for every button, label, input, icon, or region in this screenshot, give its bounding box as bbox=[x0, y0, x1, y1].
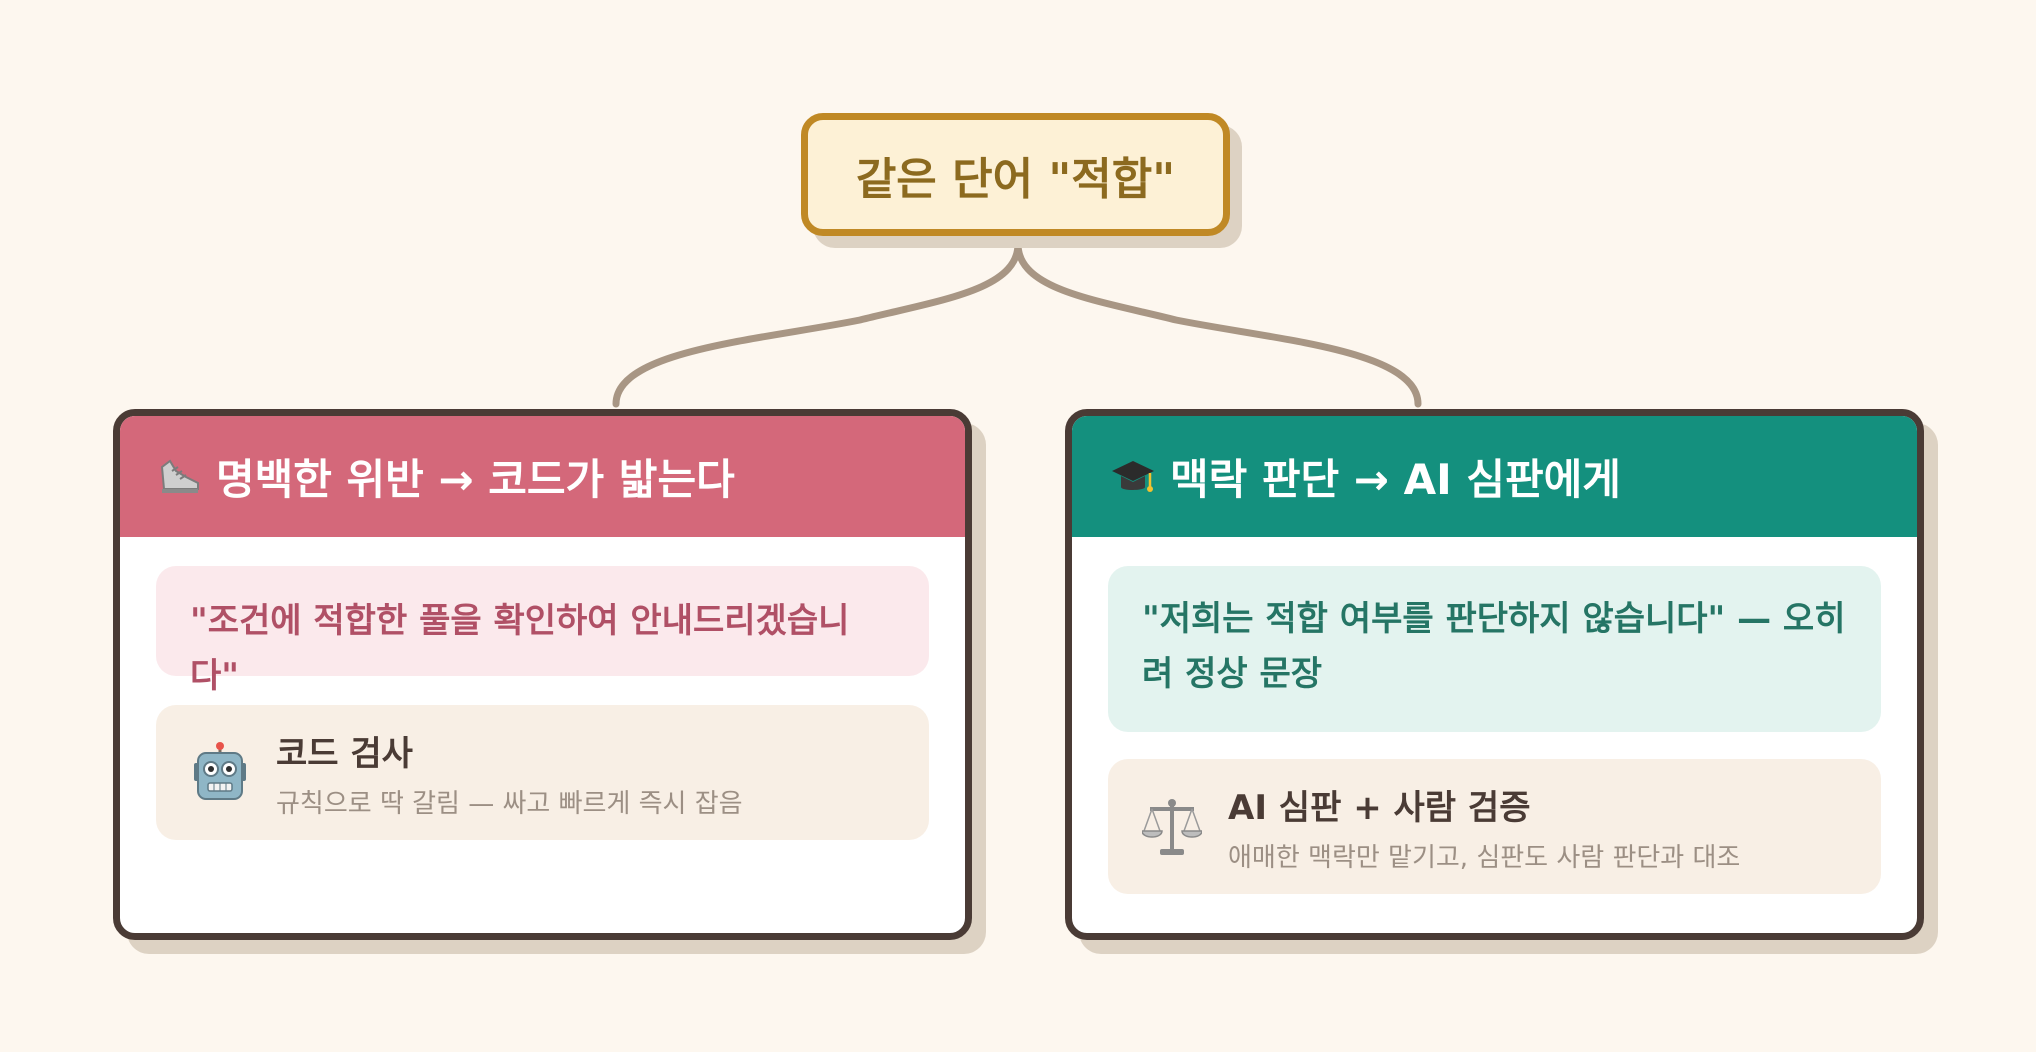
left-tool-subtitle: 규칙으로 딱 갈림 — 싸고 빠르게 즉시 잡음 bbox=[276, 788, 743, 819]
left-card-title: 명백한 위반 → 코드가 밟는다 bbox=[216, 455, 735, 504]
connector-to-right bbox=[1014, 240, 1422, 408]
left-card: 명백한 위반 → 코드가 밟는다 "조건에 적합한 풀을 확인하여 안내드리겠습… bbox=[113, 409, 972, 940]
running-shoe-icon bbox=[158, 457, 202, 497]
graduation-cap-icon bbox=[1110, 457, 1156, 497]
right-card: 맥락 판단 → AI 심판에게 "저희는 적합 여부를 판단하지 않습니다" —… bbox=[1065, 409, 1924, 940]
root-label: 같은 단어 "적합" bbox=[855, 153, 1176, 205]
balance-scale-icon bbox=[1142, 798, 1202, 855]
left-tool-title: 코드 검사 bbox=[276, 733, 413, 774]
right-tool-title: AI 심판 + 사람 검증 bbox=[1228, 787, 1531, 828]
left-quote-text: "조건에 적합한 풀을 확인하여 안내드리겠습니다" bbox=[190, 601, 850, 696]
right-card-header: 맥락 판단 → AI 심판에게 bbox=[1072, 416, 1917, 537]
left-tool-box: 코드 검사 규칙으로 딱 갈림 — 싸고 빠르게 즉시 잡음 bbox=[156, 705, 929, 840]
connector-to-left bbox=[612, 240, 1022, 408]
right-tool-box: AI 심판 + 사람 검증 애매한 맥락만 맡기고, 심판도 사람 판단과 대조 bbox=[1108, 759, 1881, 894]
left-quote-box: "조건에 적합한 풀을 확인하여 안내드리겠습니다" bbox=[156, 566, 929, 696]
right-quote-text: "저희는 적합 여부를 판단하지 않습니다" — 오히려 정상 문장 bbox=[1142, 599, 1846, 694]
left-card-header: 명백한 위반 → 코드가 밟는다 bbox=[120, 416, 965, 537]
right-card-title: 맥락 판단 → AI 심판에게 bbox=[1170, 455, 1621, 504]
right-quote-box: "저희는 적합 여부를 판단하지 않습니다" — 오히려 정상 문장 bbox=[1108, 566, 1881, 732]
root-node: 같은 단어 "적합" bbox=[801, 113, 1230, 236]
robot-icon bbox=[194, 741, 246, 800]
left-tool-text: 코드 검사 규칙으로 딱 갈림 — 싸고 빠르게 즉시 잡음 bbox=[276, 726, 743, 820]
right-tool-subtitle: 애매한 맥락만 맡기고, 심판도 사람 판단과 대조 bbox=[1228, 842, 1741, 873]
right-tool-text: AI 심판 + 사람 검증 애매한 맥락만 맡기고, 심판도 사람 판단과 대조 bbox=[1228, 780, 1740, 874]
